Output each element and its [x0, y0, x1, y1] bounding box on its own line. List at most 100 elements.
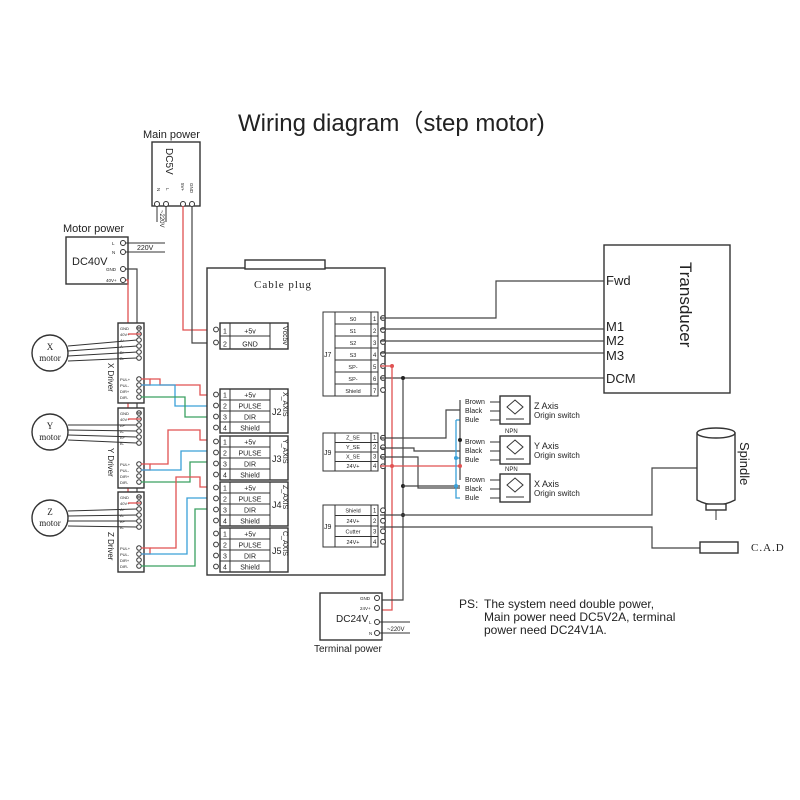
driver-pin-label: DIR+	[120, 474, 130, 479]
driver-terminal	[136, 382, 142, 388]
motor-wire	[67, 514, 138, 517]
pin-number: 3	[223, 554, 227, 561]
driver-pin-label: PUL+	[120, 377, 131, 382]
pin-terminal	[213, 326, 219, 333]
dir-wire	[141, 461, 209, 483]
driver-terminal	[136, 545, 142, 551]
connector-side-label: Vcc5v	[281, 326, 288, 346]
connector-id: J5	[272, 546, 282, 556]
driver-pin-label: PUL-	[120, 383, 130, 388]
pin-number-cell	[370, 383, 379, 397]
pin-label: 24V+	[347, 519, 360, 525]
pin-terminal	[213, 484, 219, 491]
pin-terminal	[213, 530, 219, 537]
switch-wire-label: Black	[465, 448, 483, 455]
pin-label: +5v	[244, 532, 256, 539]
sensor-diamond-icon	[506, 477, 524, 493]
transducer-box	[603, 244, 731, 394]
pin-number: 1	[223, 393, 227, 400]
connector-side-label: Y_AXIS	[281, 439, 288, 464]
terminal-power-model: DC24V	[336, 614, 369, 625]
switch-wire-label: Black	[465, 486, 483, 493]
dir-wire	[141, 396, 209, 418]
pin-terminal	[213, 449, 219, 456]
driver-pin-label: A+	[120, 338, 126, 343]
cad-label: C.A.D	[751, 542, 785, 554]
pin-label: Shield	[240, 519, 260, 526]
main-power-pin-l: L	[165, 188, 170, 191]
note-prefix: PS:	[459, 597, 478, 611]
pin-label-cell	[229, 514, 271, 527]
pin-label: S0	[350, 317, 357, 323]
motor-icon	[31, 334, 69, 372]
driver-terminal	[136, 434, 142, 440]
motor-axis-label: X	[47, 342, 54, 352]
motor-power-label: Motor power	[63, 223, 124, 235]
spindle-icon	[696, 427, 736, 520]
pin-number: 1	[373, 436, 377, 442]
pin-number: 3	[223, 462, 227, 469]
driver-pin-label: GND	[120, 326, 129, 331]
transducer-dcm: DCM	[606, 371, 636, 386]
motor-label: motor	[39, 353, 61, 363]
driver-terminal	[136, 428, 142, 434]
driver-label: X Driver	[106, 363, 115, 392]
pulse-wire	[141, 497, 209, 555]
main-power-model: DC5V	[163, 148, 174, 175]
switch-wire-label: Bule	[465, 495, 479, 502]
switch-desc: Origin switch	[534, 451, 580, 460]
switch-axis: Y Axis	[534, 441, 559, 451]
main-power-label: Main power	[143, 129, 200, 141]
motor-power-pin-gnd: GND	[106, 267, 117, 272]
driver-terminal	[136, 461, 142, 467]
pin-label: S1	[350, 329, 357, 335]
driver-pin-label: B-	[120, 441, 125, 446]
driver-pin-label: B-	[120, 525, 125, 530]
pin-terminal	[213, 391, 219, 398]
pin-terminal	[213, 402, 219, 409]
pin-terminal	[380, 444, 386, 451]
transducer-m2: M2	[606, 333, 624, 348]
driver-pin-label: PUL+	[120, 546, 131, 551]
switch-type: NPN	[505, 429, 518, 435]
pin-number: 3	[373, 530, 377, 536]
driver-terminal	[136, 512, 142, 518]
pin-number: 2	[223, 404, 227, 411]
connector-id: J3	[272, 454, 282, 464]
pulse-wire	[141, 450, 209, 471]
connector-id: J7	[324, 352, 332, 359]
pin-label: 24V+	[347, 464, 360, 470]
terminal-power-pin-gnd: GND	[360, 596, 371, 601]
switch-desc: Origin switch	[534, 411, 580, 420]
pin-label: SP-	[348, 377, 357, 383]
pin-number: 4	[223, 473, 227, 480]
motor-icon	[31, 499, 69, 537]
pin-number: 1	[223, 486, 227, 493]
motor-power-pin-l: L	[112, 241, 115, 246]
transducer-label: Transducer	[676, 262, 695, 348]
driver-terminal	[136, 479, 142, 485]
motor-power-model: DC40V	[72, 256, 108, 268]
switch-wire-label: Black	[465, 408, 483, 415]
driver-pin-label: GND	[120, 495, 129, 500]
pin-number: 2	[373, 329, 377, 335]
plus5v-wire	[150, 429, 209, 465]
pin-label-cell	[229, 468, 271, 481]
pin-label: S2	[350, 341, 357, 347]
main-power-pin-5v: 5V+	[180, 183, 185, 192]
pin-label: PULSE	[239, 497, 262, 504]
pin-label: SP-	[348, 365, 357, 371]
dir-wire	[141, 508, 209, 567]
pin-label: Z_SE	[346, 436, 360, 442]
switch-axis: Z Axis	[534, 401, 559, 411]
driver-terminal	[136, 388, 142, 394]
